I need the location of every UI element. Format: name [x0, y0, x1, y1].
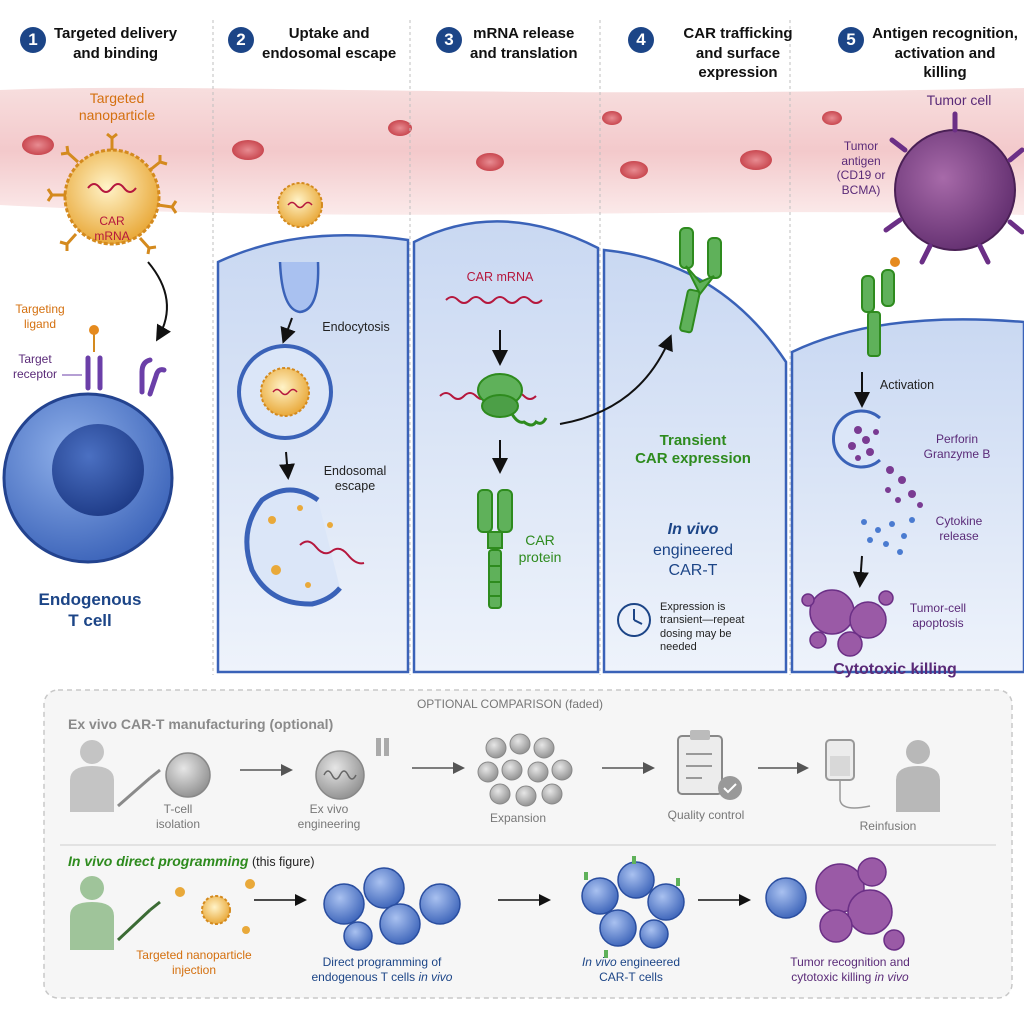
- invivo-step-programming: Direct programming of endogenous T cells…: [302, 955, 462, 984]
- escape-label: Endosomal escape: [323, 464, 387, 494]
- comparison-header: OPTIONAL COMPARISON (faded): [416, 697, 604, 711]
- car-markers: [584, 856, 680, 958]
- step-2-number: 2: [228, 27, 254, 53]
- endocytic-pit: [278, 261, 320, 314]
- cell-region-4: [602, 248, 788, 674]
- tumor-cell: [883, 111, 1024, 267]
- step-3-number: 3: [436, 27, 462, 53]
- invivo-step-engineered-b: engineered CAR-T cells: [599, 955, 681, 984]
- invivo-title-main: In vivo direct programming: [68, 853, 249, 869]
- syringe-exvivo: [117, 768, 161, 808]
- endogenous-t-cell: [2, 392, 174, 564]
- killing-scene: [765, 857, 905, 951]
- step-2: 2 Uptake and endosomal escape: [228, 24, 408, 72]
- released-granules: [885, 466, 923, 508]
- exvivo-title: Ex vivo CAR-T manufacturing (optional): [68, 716, 334, 732]
- apoptotic-tumor-cells: [801, 589, 894, 657]
- ligand-label: Targeting ligand: [15, 302, 65, 331]
- invivo-step-programming-a: Direct programming of endogenous T cells: [311, 955, 442, 984]
- invivo-step-killing-a: Tumor recognition and cytotoxic killing: [790, 955, 910, 984]
- exvivo-step-qc: Quality control: [667, 808, 745, 822]
- endogenous-t-cells: [323, 867, 461, 951]
- step-3-label: mRNA release and translation: [470, 25, 578, 62]
- binding-arrow: [147, 261, 171, 342]
- tumor-antigen-label: Tumor antigen (CD19 or BCMA): [836, 139, 886, 197]
- step-4-number: 4: [628, 27, 654, 53]
- nanoparticle-label: Targeted nanoparticle: [78, 90, 156, 124]
- engineered-car-t-cells: [581, 861, 685, 949]
- invivo-step-engineered: In vivo engineered CAR-T cells: [566, 955, 696, 984]
- targeting-ligand: [89, 325, 99, 352]
- invivo-title-note: (this figure): [248, 855, 315, 869]
- invivo-step-injection: Targeted nanoparticle injection: [136, 948, 252, 977]
- step-4-label: CAR trafficking and surface expression: [683, 25, 793, 81]
- patient-silhouette-exvivo: [70, 740, 114, 812]
- step-1-number: 1: [20, 27, 46, 53]
- step-4: 4 CAR trafficking and surface expression: [628, 24, 814, 81]
- clock-icon: [617, 603, 651, 637]
- invivo-label: In vivo: [667, 521, 719, 538]
- trafficking-arrow: [559, 334, 673, 425]
- target-receptors: [85, 355, 167, 397]
- tumor-cell-label: Tumor cell: [926, 92, 992, 108]
- car-protein: [477, 489, 513, 609]
- apoptosis-label: Tumor-cell apoptosis: [909, 601, 967, 630]
- isolated-t-cell: [165, 752, 211, 798]
- targeted-nanoparticle: [46, 132, 178, 255]
- surface-car: [679, 227, 722, 334]
- engineered-label: engineered CAR-T: [652, 542, 734, 579]
- cytokine-dots: [861, 517, 915, 555]
- red-blood-cells: [22, 111, 842, 179]
- syringe-invivo: [116, 900, 161, 942]
- patient-silhouette-invivo: [70, 876, 114, 950]
- invivo-step-killing-b: in vivo: [874, 969, 909, 984]
- exvivo-step-reinfusion: Reinfusion: [859, 819, 917, 833]
- step-5: 5 Antigen recognition, activation and ki…: [838, 24, 1018, 81]
- mrna-strand: [445, 296, 543, 304]
- exvivo-step-isolation: T-cell isolation: [155, 802, 201, 831]
- invivo-step-programming-b: in vivo: [418, 969, 453, 984]
- nanoparticles-injected: [175, 879, 255, 934]
- transient-label: Transient CAR expression: [635, 432, 751, 468]
- step-3: 3 mRNA release and translation: [436, 24, 606, 72]
- ribosome: [439, 373, 548, 427]
- cargo-label: CAR mRNA: [94, 214, 130, 243]
- exvivo-step-expansion: Expansion: [489, 811, 547, 825]
- ruptured-endosome: [244, 487, 365, 607]
- lytic-granule: [831, 409, 881, 469]
- cytotoxic-killing-label: Cytotoxic killing: [833, 661, 957, 678]
- activation-label: Activation: [879, 378, 935, 392]
- step-2-label: Uptake and endosomal escape: [262, 25, 397, 62]
- incoming-nanoparticle: [277, 182, 323, 228]
- engineering-cell: [315, 738, 389, 800]
- endocytosis-label: Endocytosis: [322, 320, 390, 334]
- car-binding-antigen: [861, 269, 895, 357]
- endosome: [237, 344, 333, 440]
- blood-vessel: [0, 87, 1024, 215]
- exvivo-step-engineering: Ex vivo engineering: [297, 802, 361, 831]
- iv-bag-icon: [825, 739, 871, 809]
- cell-region-3: [412, 220, 600, 674]
- mrna-label: CAR mRNA: [466, 270, 534, 284]
- invivo-step-killing: Tumor recognition and cytotoxic killing …: [770, 955, 930, 984]
- car-protein-label: CAR protein: [518, 532, 562, 566]
- panel-dividers: [212, 20, 791, 675]
- step-1-label: Targeted delivery and binding: [54, 25, 178, 62]
- cytokine-label: Cytokine release: [935, 514, 983, 543]
- clipboard-icon: [677, 730, 742, 800]
- step-5-label: Antigen recognition, activation and kill…: [872, 25, 1018, 81]
- receptor-label: Target receptor: [12, 352, 58, 381]
- invivo-title: In vivo direct programming (this figure): [68, 853, 368, 870]
- patient-silhouette-reinfusion: [896, 740, 940, 812]
- invivo-step-engineered-a: In vivo: [581, 955, 617, 969]
- step-1: 1 Targeted delivery and binding: [20, 24, 210, 72]
- transient-note: Expression is transient—repeat dosing ma…: [660, 601, 745, 654]
- t-cell-label: Endogenous T cell: [38, 590, 142, 630]
- expansion-cells: [477, 733, 573, 807]
- perforin-label: Perforin Granzyme B: [923, 432, 991, 461]
- step-5-number: 5: [838, 27, 864, 53]
